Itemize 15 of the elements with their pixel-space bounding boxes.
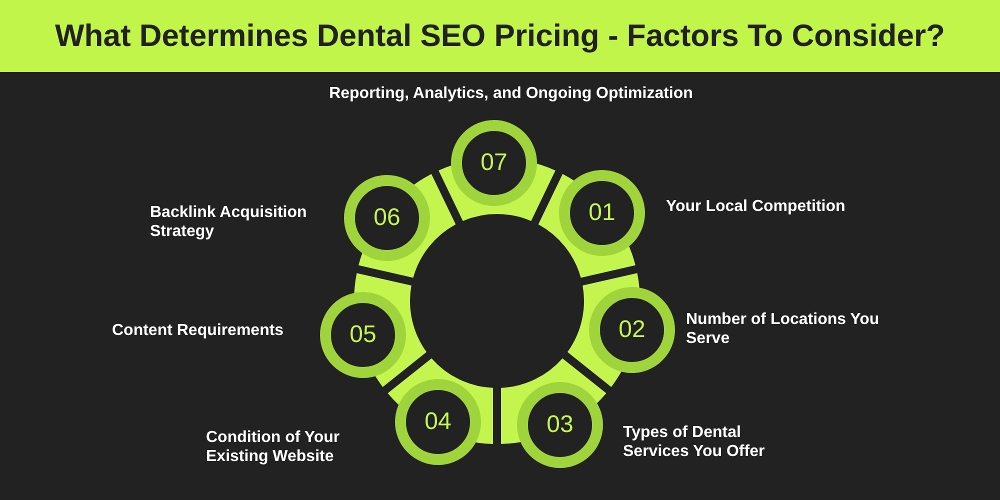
step-number: 02: [618, 318, 646, 342]
title: What Determines Dental SEO Pricing - Factors To Consider?: [55, 16, 945, 55]
step-number: 05: [350, 323, 376, 347]
step-label: Condition of Your Existing Website: [206, 428, 341, 466]
step-label: Types of Dental Services You Offer: [623, 423, 766, 461]
step-number: 06: [374, 206, 400, 230]
step-label: Reporting, Analytics, and Ongoing Optimization: [328, 84, 694, 103]
step-label: Your Local Competition: [666, 197, 846, 216]
step-number: 03: [546, 413, 574, 437]
step-label: Backlink Acquisition Strategy: [150, 203, 308, 241]
step-label: Content Requirements: [112, 321, 285, 340]
step-number: 04: [424, 410, 452, 434]
step-label: Number of Locations You Serve: [686, 310, 880, 348]
step-number: 01: [588, 201, 616, 225]
step-number: 07: [480, 151, 508, 175]
